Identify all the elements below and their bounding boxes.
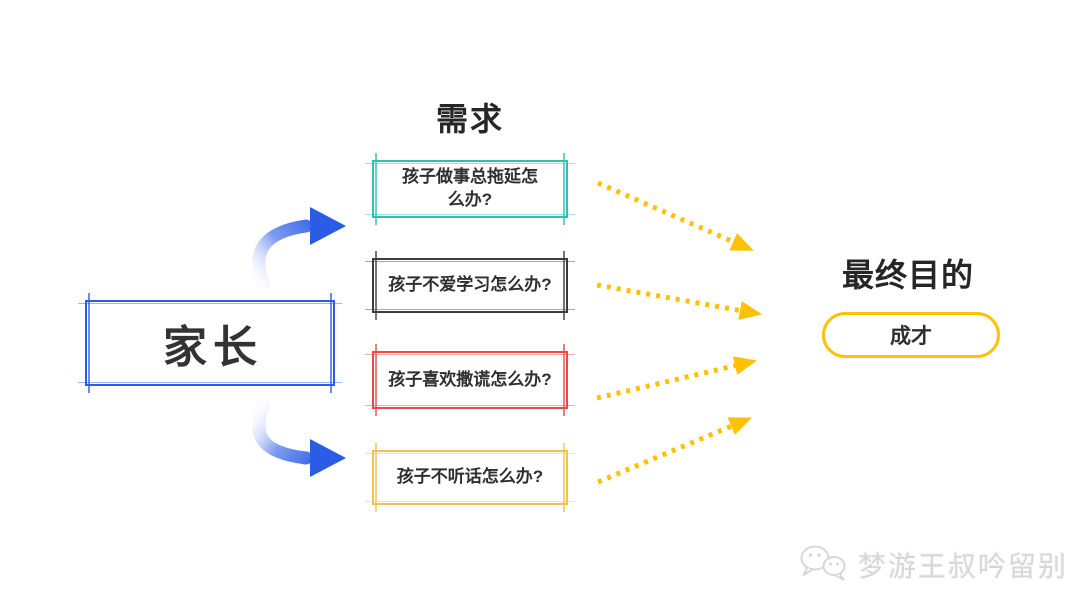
curved-arrow-top xyxy=(252,207,346,292)
dotted-arrow-3 xyxy=(596,356,757,401)
wechat-icon xyxy=(800,545,846,581)
dotted-arrow-1 xyxy=(597,180,754,251)
need-label: 孩子喜欢撒谎怎么办? xyxy=(388,369,552,389)
watermark: 梦游王叔吟留别 xyxy=(798,543,1068,587)
need-label: 孩子不爱学习怎么办? xyxy=(388,275,552,295)
watermark-text: 梦游王叔吟留别 xyxy=(858,551,1069,582)
need-box-procrastination: 孩子做事总拖延怎 么办? xyxy=(365,153,575,225)
dotted-arrow-4 xyxy=(597,417,752,485)
need-label: 孩子做事总拖延怎 么办? xyxy=(402,167,538,209)
goal-label: 成才 xyxy=(890,325,932,348)
goal-pill: 成才 xyxy=(822,312,1000,358)
dotted-arrow-2 xyxy=(596,282,763,320)
curved-arrows xyxy=(252,207,346,477)
need-box-study: 孩子不爱学习怎么办? xyxy=(365,251,575,320)
need-box-disobedience: 孩子不听话怎么办? xyxy=(365,443,575,512)
parent-box: 家长 xyxy=(78,293,342,393)
parent-label: 家长 xyxy=(163,323,263,372)
needs-title: 需求 xyxy=(435,101,504,137)
curved-arrow-bottom xyxy=(252,397,346,477)
need-box-lying: 孩子喜欢撒谎怎么办? xyxy=(365,344,575,416)
need-label: 孩子不听话怎么办? xyxy=(396,467,544,487)
goal-title: 最终目的 xyxy=(841,257,974,293)
dotted-arrows xyxy=(596,180,763,485)
